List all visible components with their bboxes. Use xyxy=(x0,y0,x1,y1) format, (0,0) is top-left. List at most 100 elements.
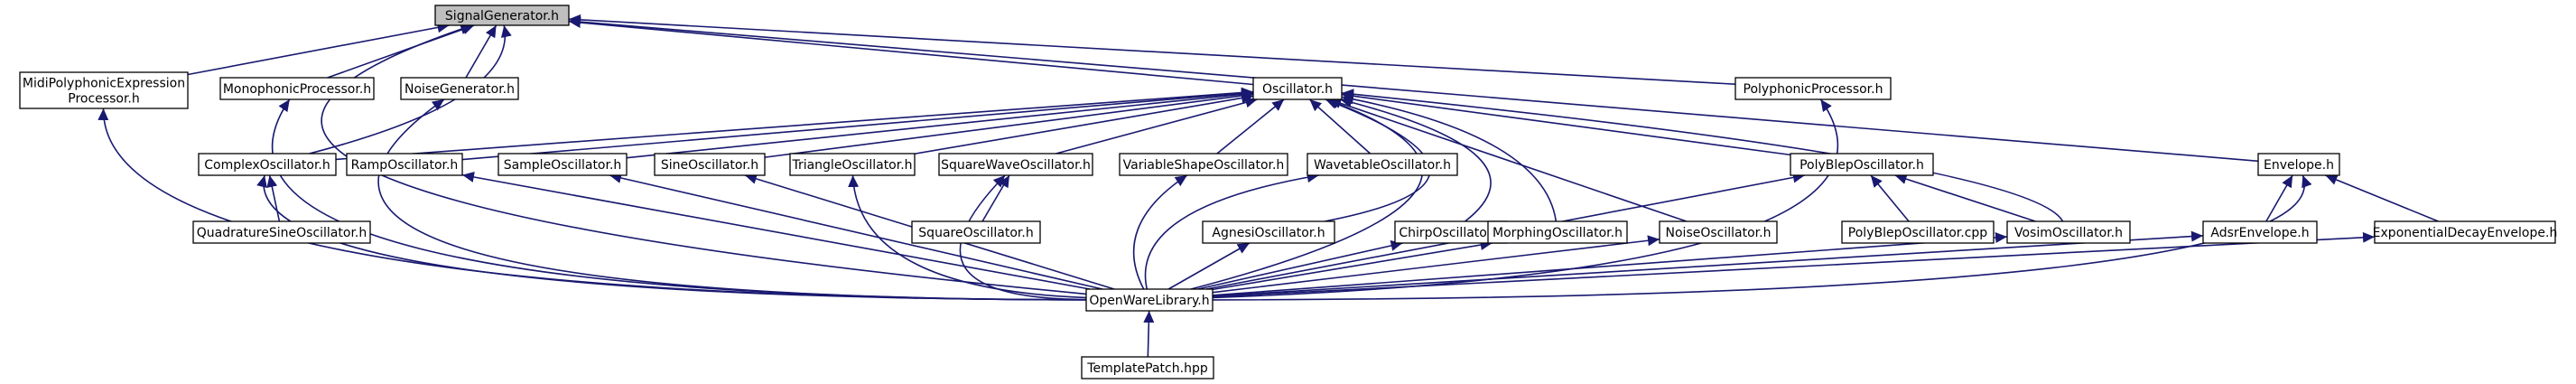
node-ramposc[interactable]: RampOscillator.h xyxy=(346,153,463,176)
node-sampleosc[interactable]: SampleOscillator.h xyxy=(498,153,628,176)
edge-midipoly-to-signalgenerator xyxy=(187,22,450,76)
node-box xyxy=(1734,77,1892,100)
edge-sampleosc-to-oscillator xyxy=(626,89,1254,159)
node-squarewaveosc[interactable]: SquareWaveOscillator.h xyxy=(938,153,1093,176)
node-oscillator[interactable]: Oscillator.h xyxy=(1252,77,1343,100)
node-box xyxy=(434,5,570,26)
edge-adsr-to-envelope xyxy=(2265,174,2293,222)
node-polyphonic[interactable]: PolyphonicProcessor.h xyxy=(1734,77,1892,100)
edge-expdecay-to-envelope xyxy=(2325,174,2439,222)
node-label: MonophonicProcessor.h xyxy=(223,82,371,97)
node-box xyxy=(1659,220,1778,244)
edge-vosim-to-polyblep xyxy=(1894,173,2036,222)
node-label: SquareWaveOscillator.h xyxy=(941,158,1091,173)
node-squareosc[interactable]: SquareOscillator.h xyxy=(911,220,1041,244)
node-morphing[interactable]: MorphingOscillator.h xyxy=(1487,220,1628,244)
node-openware[interactable]: OpenWareLibrary.h xyxy=(1085,288,1214,312)
edge-openware-to-squarewaveosc xyxy=(959,174,1087,301)
node-label: MorphingOscillator.h xyxy=(1493,226,1623,240)
edge-varshapeosc-to-oscillator xyxy=(1216,98,1285,155)
edge-templatepatch-to-openware xyxy=(1143,310,1155,358)
edge-openware-to-polyphonic xyxy=(1212,98,1839,299)
node-box xyxy=(192,220,371,244)
node-wavetableosc[interactable]: WavetableOscillator.h xyxy=(1307,153,1458,176)
node-box xyxy=(1790,153,1934,176)
edge-chirp-to-oscillator xyxy=(1339,97,1492,222)
edge-wavetableosc-to-oscillator xyxy=(1308,98,1372,155)
node-templatepatch[interactable]: TemplatePatch.hpp xyxy=(1081,356,1214,379)
node-monophonic[interactable]: MonophonicProcessor.h xyxy=(219,77,375,100)
node-envelope[interactable]: Envelope.h xyxy=(2257,153,2340,176)
edge-noisegen-to-signalgenerator xyxy=(465,24,498,79)
node-sineosc[interactable]: SineOscillator.h xyxy=(654,153,766,176)
node-label: NoiseGenerator.h xyxy=(405,82,515,97)
node-vosim[interactable]: VosimOscillator.h xyxy=(2006,220,2131,244)
node-box xyxy=(219,77,375,100)
edge-complexosc-to-oscillator xyxy=(335,87,1254,161)
node-box xyxy=(498,153,628,176)
edge-openware-to-chirp xyxy=(1197,239,1403,290)
node-box xyxy=(911,220,1041,244)
edge-openware-to-ramposc xyxy=(461,172,1091,290)
edge-polyphonic-to-signalgenerator xyxy=(568,14,1736,86)
edge-squareosc-to-squarewaveosc xyxy=(981,174,1010,222)
node-box xyxy=(938,153,1093,176)
node-agnesi[interactable]: AgnesiOscillator.h xyxy=(1202,220,1335,244)
edge-noiseosc-to-oscillator xyxy=(1328,98,1688,222)
node-box xyxy=(1119,153,1288,176)
edge-oscillator-to-signalgenerator xyxy=(568,17,1254,86)
edge-openware-to-envelope xyxy=(1212,174,2312,301)
node-quadsine[interactable]: QuadratureSineOscillator.h xyxy=(192,220,371,244)
node-box xyxy=(1252,77,1343,100)
edge-quadsine-to-complexosc xyxy=(266,174,281,222)
node-label: WavetableOscillator.h xyxy=(1314,158,1451,173)
node-box xyxy=(400,77,519,100)
edge-openware-to-morphing xyxy=(1212,239,1493,291)
edge-openware-to-vosim xyxy=(1212,231,2008,296)
node-noiseosc[interactable]: NoiseOscillator.h xyxy=(1659,220,1778,244)
edge-polyblep-to-oscillator xyxy=(1341,90,1791,156)
node-noisegen[interactable]: NoiseGenerator.h xyxy=(400,77,519,100)
node-box xyxy=(1202,220,1335,244)
node-box xyxy=(1307,153,1458,176)
node-varshapeosc[interactable]: VariableShapeOscillator.h xyxy=(1119,153,1288,176)
node-signalgenerator[interactable]: SignalGenerator.h xyxy=(434,5,570,26)
node-triangleosc[interactable]: TriangleOscillator.h xyxy=(789,153,916,176)
node-box xyxy=(1085,288,1214,312)
edge-openware-to-oscillator xyxy=(1190,98,1423,290)
node-label: SquareOscillator.h xyxy=(918,226,1033,240)
edge-openware-to-monophonic xyxy=(271,98,1087,301)
edge-morphing-to-oscillator xyxy=(1341,93,1558,222)
edge-openware-to-adsr xyxy=(1212,230,2204,297)
node-polyblep[interactable]: PolyBlepOscillator.h xyxy=(1790,153,1934,176)
edge-sineosc-to-oscillator xyxy=(764,90,1254,158)
node-polyblepcpp[interactable]: PolyBlepOscillator.cpp xyxy=(1841,220,1995,244)
node-box xyxy=(1841,220,1995,244)
edge-openware-to-complexosc xyxy=(256,174,1087,301)
node-label: VosimOscillator.h xyxy=(2014,226,2123,240)
node-complexosc[interactable]: ComplexOscillator.h xyxy=(198,153,337,176)
node-label: AgnesiOscillator.h xyxy=(1212,226,1325,240)
node-label: PolyphonicProcessor.h xyxy=(1744,82,1883,97)
edge-squarewaveosc-to-oscillator xyxy=(1056,97,1258,155)
node-label: QuadratureSineOscillator.h xyxy=(197,226,367,240)
node-label: NoiseOscillator.h xyxy=(1666,226,1772,240)
node-box xyxy=(2257,153,2340,176)
edge-openware-to-expdecay xyxy=(1212,231,2376,298)
edge-envelope-to-signalgenerator xyxy=(568,16,2259,163)
node-label: VariableShapeOscillator.h xyxy=(1123,158,1285,173)
edge-openware-to-varshapeosc xyxy=(1132,174,1188,290)
node-box xyxy=(1081,356,1214,379)
edge-polyblepcpp-to-polyblep xyxy=(1870,174,1910,222)
edge-openware-to-agnesi xyxy=(1167,242,1251,290)
edge-openware-to-midipoly xyxy=(98,108,1087,301)
node-label: OpenWareLibrary.h xyxy=(1089,294,1209,308)
node-label: SignalGenerator.h xyxy=(445,9,559,23)
edge-triangleosc-to-oscillator xyxy=(914,92,1254,155)
node-expdecay[interactable]: ExponentialDecayEnvelope.h xyxy=(2373,220,2558,244)
node-box xyxy=(346,153,463,176)
node-label: RampOscillator.h xyxy=(351,158,459,173)
node-adsr[interactable]: AdsrEnvelope.h xyxy=(2202,220,2318,244)
node-box xyxy=(2374,220,2556,244)
